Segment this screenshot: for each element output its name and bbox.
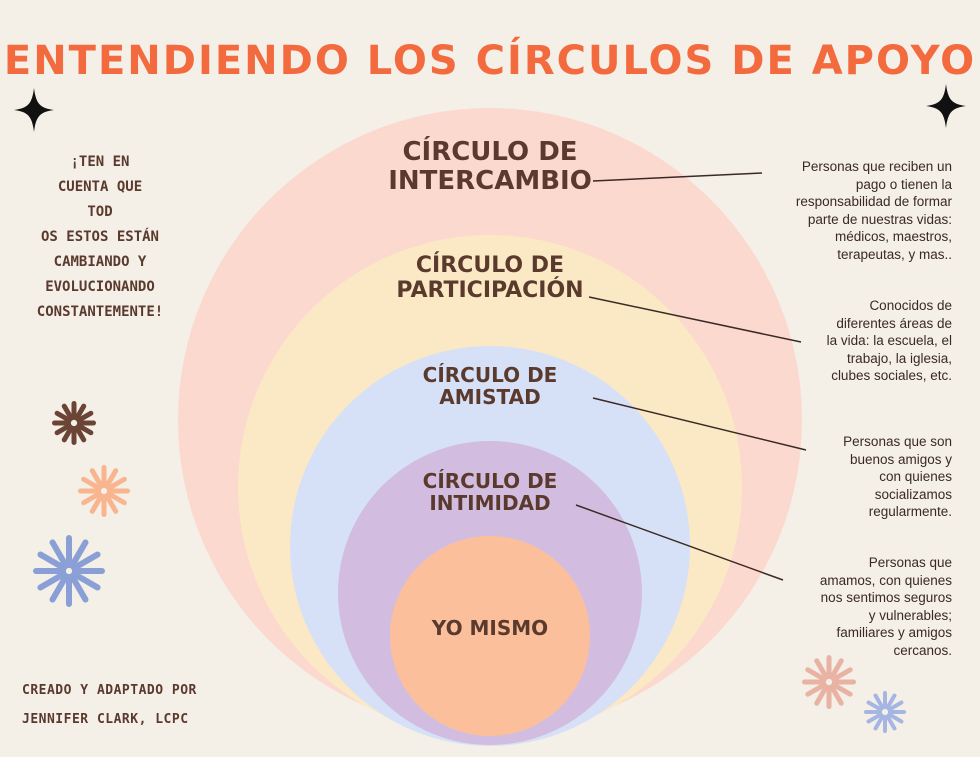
label-circulo-amistad: Círculo de amistad — [422, 363, 558, 410]
flower-petal — [802, 679, 826, 685]
flower-petal — [33, 568, 66, 574]
flower-petal — [885, 693, 897, 710]
flower-petal — [826, 685, 832, 709]
flower-petal — [885, 714, 897, 731]
flower-petal — [37, 571, 67, 591]
label-circulo-intercambio: Círculo de intercambio — [388, 137, 592, 197]
flower-petal — [888, 710, 906, 714]
flower-icon — [802, 655, 856, 709]
flower-petal — [69, 573, 89, 603]
flower-petal — [826, 655, 832, 679]
flower-petal — [814, 684, 829, 706]
side-note: ¡Ten en cuenta que tod os estos están ca… — [36, 154, 164, 320]
flower-petal — [831, 667, 853, 682]
flower-petal — [89, 493, 104, 514]
flower-icon — [33, 535, 105, 607]
connector-line-intercambio — [592, 172, 763, 182]
flower-petal — [873, 693, 885, 710]
flower-petal — [81, 491, 102, 506]
flower-petal — [61, 403, 74, 421]
flower-petal — [54, 423, 72, 436]
flower-icon — [864, 691, 906, 733]
sparkle-icon — [926, 84, 966, 128]
flower-petal — [71, 571, 101, 591]
description-intimidad: Personas que amamos, con quienes nos sen… — [819, 555, 952, 658]
flower-petal — [883, 691, 887, 709]
circle-yo-mismo — [390, 536, 590, 736]
flower-petal — [71, 551, 101, 571]
label-circulo-participacion: Círculo de participación — [396, 253, 584, 303]
flower-petal — [106, 491, 127, 506]
flower-petal — [832, 679, 856, 685]
connector-line-participacion — [588, 296, 802, 343]
flower-petal — [54, 410, 72, 423]
page-title: Entendiendo los círculos de apoyo — [3, 38, 977, 84]
sparkle-icon — [14, 88, 54, 132]
flower-petal — [37, 551, 67, 571]
flower-petal — [864, 710, 882, 714]
flower-petal — [106, 476, 127, 491]
flower-petal — [49, 573, 69, 603]
flower-petal — [883, 715, 887, 733]
flower-icon — [78, 465, 130, 517]
description-amistad: Personas que son buenos amigos y con qui… — [843, 434, 952, 519]
flower-petal — [66, 574, 72, 607]
flower-petal — [71, 401, 77, 420]
flower-petal — [814, 658, 829, 680]
credit-line-2: Jennifer Clark, LCPC — [22, 712, 189, 727]
flower-petal — [69, 539, 89, 569]
flower-petal — [107, 488, 130, 494]
flower-petal — [89, 468, 104, 489]
connector-line-amistad — [592, 397, 807, 451]
flower-petal — [829, 658, 844, 680]
flower-petal — [72, 568, 105, 574]
flower-petal — [866, 712, 883, 724]
flower-petal — [866, 700, 883, 712]
label-circulo-intimidad: Círculo de intimidad — [422, 469, 558, 516]
credit-line-1: Creado y adaptado por — [22, 683, 197, 698]
flower-petal — [101, 465, 107, 488]
flower-petal — [104, 493, 119, 514]
connector-line-intimidad — [575, 504, 784, 581]
flower-petal — [78, 488, 101, 494]
label-yo-mismo: Yo mismo — [431, 616, 549, 640]
flower-petal — [74, 403, 87, 421]
flower-petal — [831, 682, 853, 697]
flower-petal — [52, 420, 71, 426]
flower-petal — [76, 410, 94, 423]
flower-petal — [104, 468, 119, 489]
flower-petal — [101, 494, 107, 517]
flower-petal — [805, 667, 827, 682]
flower-petal — [61, 425, 74, 443]
flower-petal — [76, 423, 94, 436]
description-intercambio: Personas que reciben un pago o tienen la… — [795, 159, 952, 262]
flower-petal — [49, 539, 69, 569]
flower-petal — [74, 425, 87, 443]
flower-petal — [77, 420, 96, 426]
description-participacion: Conocidos de diferentes áreas de la vida… — [826, 298, 952, 383]
flower-petal — [66, 535, 72, 568]
flower-petal — [887, 712, 904, 724]
flower-petal — [887, 700, 904, 712]
flower-petal — [873, 714, 885, 731]
flower-petal — [71, 426, 77, 445]
flower-petal — [805, 682, 827, 697]
flower-icon — [52, 401, 96, 445]
flower-petal — [829, 684, 844, 706]
flower-petal — [81, 476, 102, 491]
